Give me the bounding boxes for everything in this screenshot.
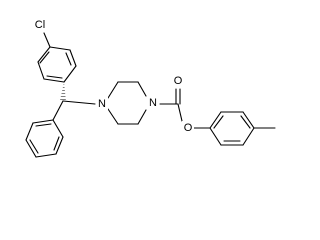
ester-oxygen-label: O [184, 122, 193, 134]
stereocenter [52, 82, 96, 121]
ring1-bond-6 [49, 46, 71, 51]
ring3-bond-4 [242, 127, 255, 146]
bond-ch-n [62, 100, 96, 105]
ring2-bond-5-inner [53, 136, 60, 151]
structure-diagram: Cl N N O O [25, 18, 276, 158]
hashed-wedge-bond [60, 82, 66, 101]
ring2-bond-1-inner [35, 123, 52, 127]
ring3-bond-3-inner [240, 115, 251, 129]
pip-bond-1 [107, 81, 119, 99]
ring1-bond-5-inner [65, 52, 72, 66]
ring1-bond-1-inner [39, 51, 50, 64]
ring1-bond-4 [63, 65, 77, 83]
molecule-canvas: Cl N N O O [25, 18, 276, 158]
nitrogen-left-label: N [98, 98, 106, 110]
chlorophenyl-ring [37, 32, 77, 83]
tolyl-ring [209, 111, 276, 146]
ring3-bond-6 [209, 127, 222, 146]
nitrogen-right-label: N [149, 97, 157, 109]
bond-ch-phenyl [52, 100, 64, 121]
ring3-bond-1-inner [213, 115, 224, 129]
carbamate-group [159, 88, 211, 129]
ring1-bond-3-inner [46, 75, 63, 79]
ring3-bond-1 [209, 111, 222, 129]
ring2-bond-3-inner [29, 139, 39, 154]
atom-labels: Cl N N O O [30, 18, 194, 135]
pip-bond-3 [137, 81, 147, 97]
phenyl-ring [25, 119, 64, 158]
chlorine-label: Cl [35, 19, 45, 31]
ring2-bond-2 [25, 122, 34, 141]
piperazine-ring [107, 81, 147, 125]
pip-bond-6 [107, 108, 119, 125]
bond-c-o-ester [177, 103, 183, 122]
ring3-bond-3 [242, 111, 255, 129]
carbonyl-oxygen-label: O [174, 75, 183, 87]
pip-bond-4 [137, 109, 147, 125]
ring1-bond-2 [37, 61, 45, 80]
ring2-bond-3 [25, 139, 37, 158]
ring2-bond-6 [52, 119, 64, 138]
ring2-bond-4 [35, 153, 57, 158]
ring1-bond-1 [37, 46, 51, 63]
ring2-bond-5 [55, 136, 64, 155]
ring2-bond-1 [32, 119, 54, 124]
bond-cl-c [43, 32, 51, 48]
ring1-bond-3 [43, 78, 65, 83]
ring1-bond-5 [69, 49, 77, 67]
